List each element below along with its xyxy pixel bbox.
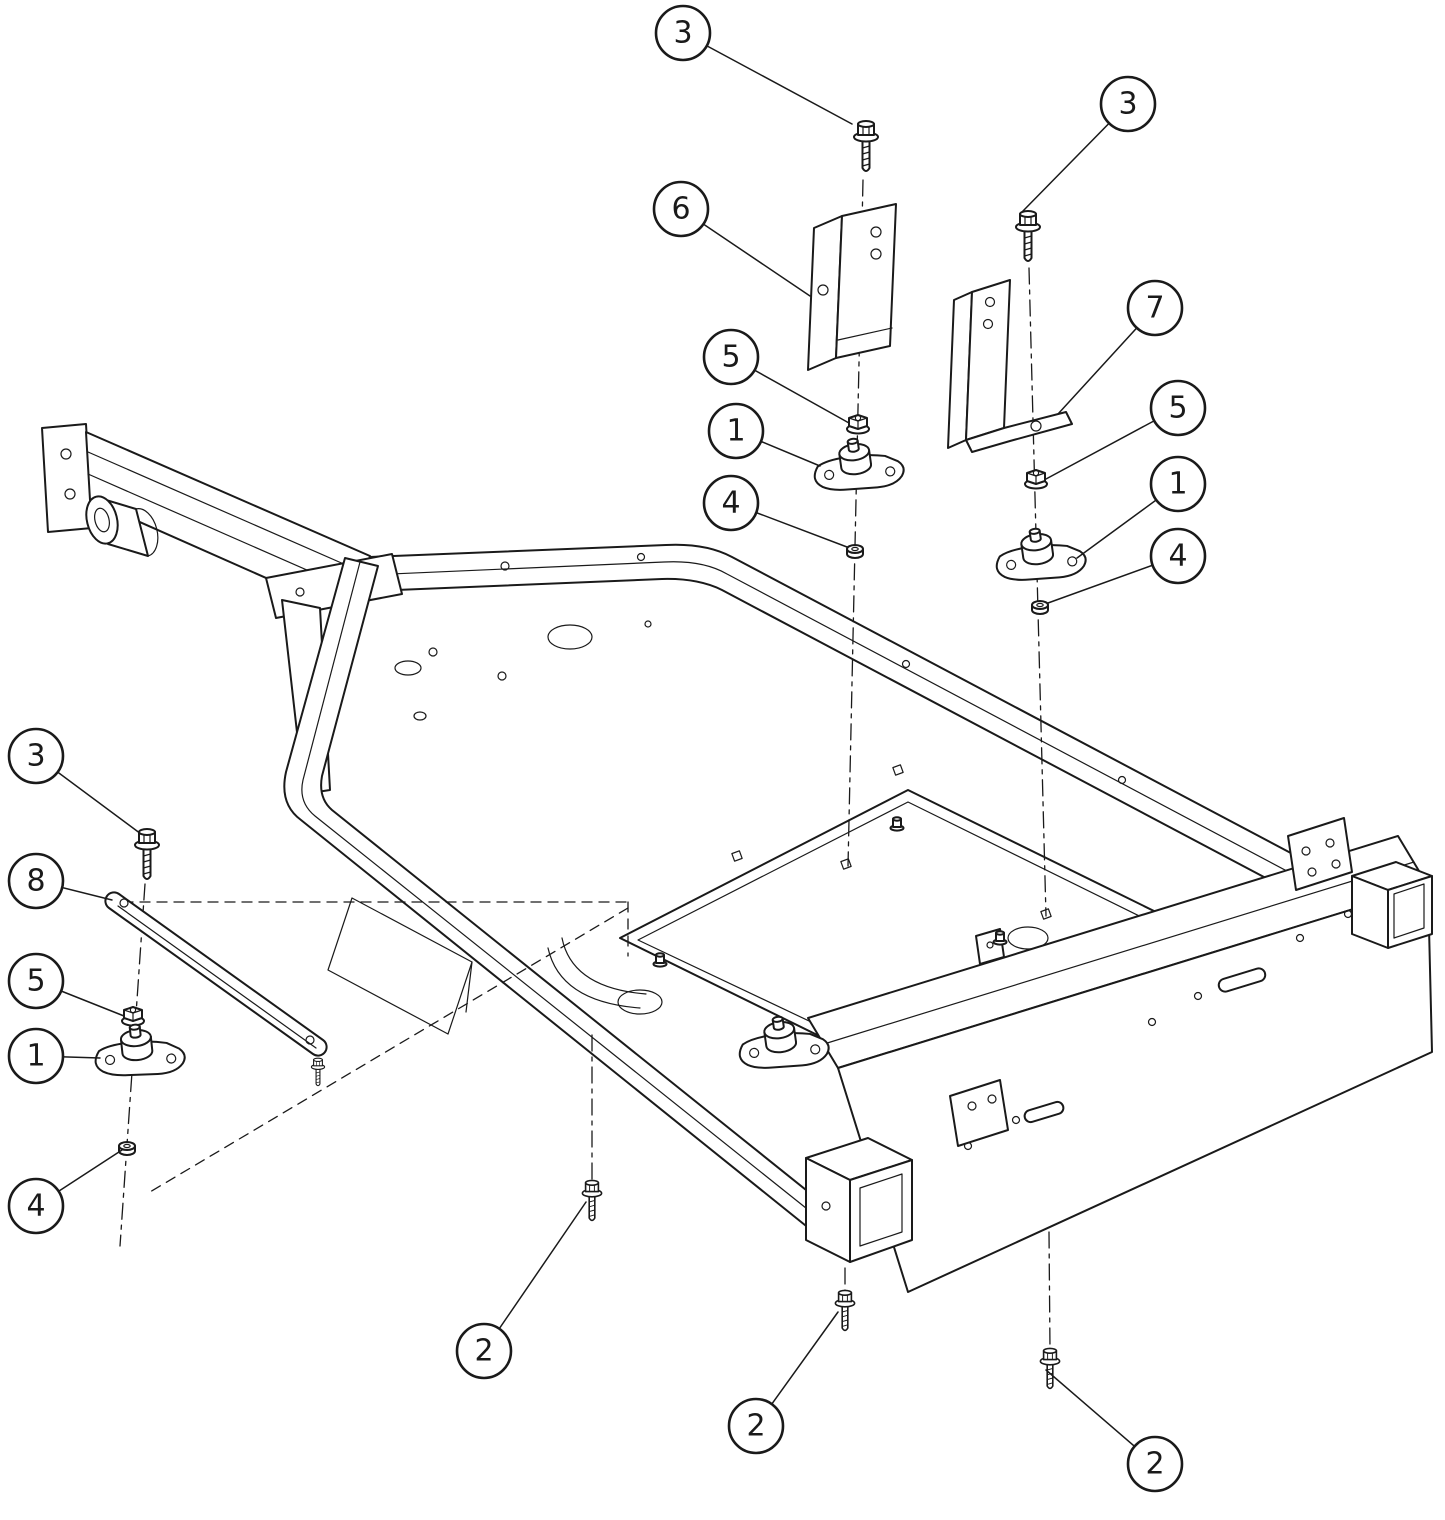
washer-4-left [118,1141,136,1156]
callout-bolt-2-bottom-left: 2 [455,1322,513,1380]
callout-label: 7 [1145,291,1164,326]
callout-label: 5 [26,964,45,999]
callout-circle [654,4,712,62]
bolt-2-bottom-center [834,1289,856,1332]
callout-label: 8 [26,864,45,899]
callout-bolt-2-bottom-right: 2 [1126,1435,1184,1493]
callout-label: 1 [726,414,745,449]
rubber-mount-1-center [809,431,907,497]
callout-circle [1149,455,1207,513]
callout-circle [1099,75,1157,133]
callout-circle [7,1177,65,1235]
callout-circle [652,180,710,238]
callout-circle [727,1397,785,1455]
leader-lines [35,32,1179,1465]
callout-washer-4-center: 4 [702,474,760,532]
callout-circle [702,474,760,532]
callout-label: 5 [721,340,740,375]
callout-mount-1-left: 1 [7,1027,65,1085]
callout-circle [702,328,760,386]
callout-washer-4-left: 4 [7,1177,65,1235]
callout-circle [7,952,65,1010]
flange-nut-5-left [121,1006,145,1027]
flange-bolt-3-left [134,828,160,880]
callout-circle [455,1322,513,1380]
right-box-rail [807,817,1433,1293]
callout-circle [1126,279,1184,337]
bolt-2-bottom-left [581,1179,603,1222]
callout-bar-8: 8 [7,852,65,910]
flange-nut-5-center [846,414,870,435]
callout-label: 1 [1168,467,1187,502]
rubber-mount-1-right [991,521,1089,587]
washer-4-right [1031,600,1049,615]
callout-label: 4 [1168,539,1187,574]
frame-assembly [41,423,1433,1293]
callout-bolt-3-top: 3 [654,4,712,62]
callout-label: 6 [671,192,690,227]
flange-nut-5-right [1024,469,1048,490]
flange-bolt-3-top [853,120,879,172]
callout-bolt-3-left: 3 [7,727,65,785]
callout-label: 5 [1168,391,1187,426]
callout-label: 4 [721,486,740,521]
callout-washer-4-right: 4 [1149,527,1207,585]
callout-label: 4 [26,1189,45,1224]
rubber-mount-1-left [91,1018,188,1082]
washer-4-center [846,544,864,559]
callout-nut-5-right: 5 [1149,379,1207,437]
exploded-parts [91,120,1089,1390]
bracket-7-part [947,279,1073,453]
callout-label: 3 [26,739,45,774]
callout-bolt-3-right: 3 [1099,75,1157,133]
callout-nut-5-center: 5 [702,328,760,386]
callout-circle [707,402,765,460]
callout-circle [1149,379,1207,437]
callout-label: 2 [474,1334,493,1369]
callout-label: 3 [673,16,692,51]
callout-circle [1126,1435,1184,1493]
flange-bolt-3-right [1015,210,1041,262]
callout-circle [1149,527,1207,585]
support-bar-8-part [104,891,328,1087]
callout-circle [7,852,65,910]
callout-bracket-6: 6 [652,180,710,238]
bracket-6-part [807,203,897,371]
callout-bracket-7: 7 [1126,279,1184,337]
callout-mount-1-center: 1 [707,402,765,460]
callout-balloons: 3 3 6 7 5 1 4 5 [7,4,1207,1493]
callout-label: 1 [26,1039,45,1074]
bolt-2-bottom-right [1039,1347,1061,1390]
callout-circle [7,727,65,785]
callout-label: 2 [746,1409,765,1444]
callout-bolt-2-bottom-center: 2 [727,1397,785,1455]
callout-nut-5-left: 5 [7,952,65,1010]
front-hitch-tube [805,1137,913,1263]
callout-circle [7,1027,65,1085]
callout-label: 2 [1145,1447,1164,1482]
callout-label: 3 [1118,87,1137,122]
callout-mount-1-right: 1 [1149,455,1207,513]
